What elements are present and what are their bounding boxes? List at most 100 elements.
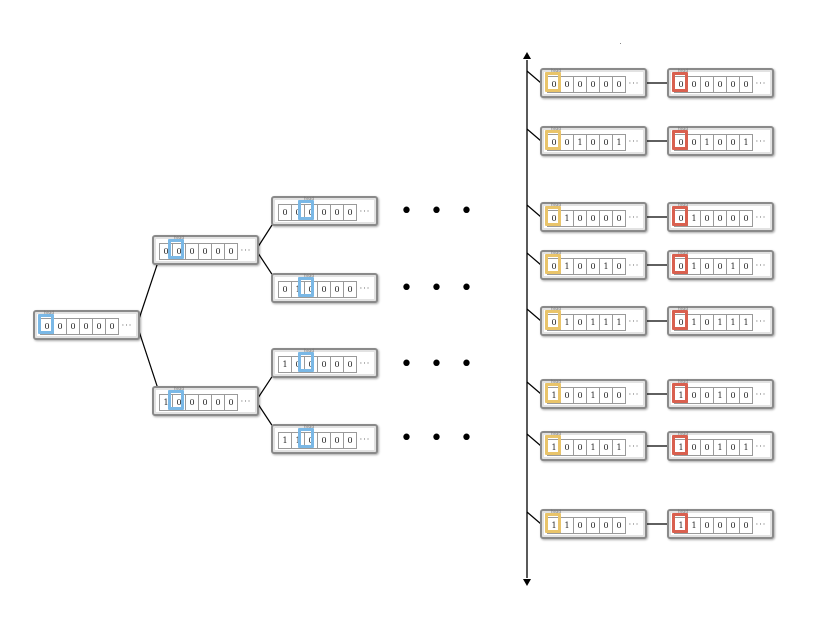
- tape-cell: 1: [560, 314, 574, 331]
- head-label: head: [551, 68, 561, 73]
- tape-cell: 0: [343, 356, 357, 373]
- tape-cell: 0: [612, 258, 626, 275]
- head-label: head: [551, 379, 561, 384]
- tape-cell: 1: [560, 517, 574, 534]
- tape-cell: 0: [713, 134, 727, 151]
- tape-cell: 1: [586, 387, 600, 404]
- tape-ellipsis: ···: [755, 520, 767, 529]
- tape-cell: 1: [612, 439, 626, 456]
- tape-cell: 0: [599, 76, 613, 93]
- tape-ellipsis: ···: [628, 520, 640, 529]
- tape-head-marker: head: [168, 386, 184, 410]
- tape-cell: 0: [278, 204, 292, 221]
- tape-cell: 0: [739, 210, 753, 227]
- tape-cell: 1: [739, 439, 753, 456]
- tape-cell: 0: [612, 517, 626, 534]
- head-label: head: [551, 202, 561, 207]
- tape-ellipsis: ···: [628, 442, 640, 451]
- tape-cell: 0: [726, 134, 740, 151]
- tape-head-marker: head: [672, 68, 688, 92]
- head-label: head: [678, 379, 688, 384]
- tape-cell: 0: [739, 258, 753, 275]
- continuation-ellipsis: • • •: [400, 426, 478, 451]
- tape-cell: 0: [317, 356, 331, 373]
- tape-cell: 0: [599, 210, 613, 227]
- tape-cell: 0: [573, 314, 587, 331]
- tape-cell: 1: [278, 356, 292, 373]
- tape-cell: 0: [185, 243, 199, 260]
- tape-cell: 0: [599, 134, 613, 151]
- tape-cell: 0: [700, 314, 714, 331]
- tape-cell: 1: [599, 314, 613, 331]
- tape-cell: 1: [612, 314, 626, 331]
- tape-cell: 0: [198, 243, 212, 260]
- tape-cell: 0: [599, 387, 613, 404]
- tape-cell: 0: [560, 439, 574, 456]
- tape-cell: 0: [687, 439, 701, 456]
- head-label: head: [174, 386, 184, 391]
- tape-head-marker: head: [545, 510, 561, 533]
- head-label: head: [304, 196, 314, 201]
- tape-head-marker: head: [168, 236, 184, 259]
- tape-cell: 1: [560, 258, 574, 275]
- tape-cell: 0: [560, 387, 574, 404]
- head-label: head: [304, 424, 314, 429]
- head-label: head: [551, 431, 561, 436]
- tape-ellipsis: ···: [628, 137, 640, 146]
- tape-cell: 1: [713, 314, 727, 331]
- tape-ellipsis: ···: [755, 137, 767, 146]
- tape-cell: 0: [573, 387, 587, 404]
- tape-cell: 1: [612, 134, 626, 151]
- tape-head-marker: head: [545, 307, 561, 330]
- tape-cell: 0: [586, 134, 600, 151]
- tape-cell: 0: [739, 387, 753, 404]
- tape-ellipsis: ···: [240, 246, 252, 255]
- tape-cell: 1: [726, 314, 740, 331]
- tape-ellipsis: ···: [628, 79, 640, 88]
- tape-cell: 1: [687, 517, 701, 534]
- head-label: head: [551, 250, 561, 255]
- timeline-branch-line: [526, 204, 542, 218]
- tape-cell: 0: [713, 517, 727, 534]
- tape-head-marker: head: [298, 274, 314, 297]
- head-label: head: [678, 126, 688, 131]
- tape-ellipsis: ···: [628, 213, 640, 222]
- tape-cell: 1: [586, 439, 600, 456]
- head-label: head: [678, 431, 688, 436]
- tape-cell: 0: [726, 517, 740, 534]
- head-label: head: [678, 68, 688, 73]
- tape-cell: 0: [330, 356, 344, 373]
- tape-head-marker: head: [545, 68, 561, 92]
- tape-cell: 1: [726, 258, 740, 275]
- tape-ellipsis: ···: [359, 359, 371, 368]
- tape-cell: 0: [726, 76, 740, 93]
- tape-ellipsis: ···: [755, 213, 767, 222]
- tape-ellipsis: ···: [359, 284, 371, 293]
- tape-cell: 0: [586, 258, 600, 275]
- tape-cell: 0: [739, 76, 753, 93]
- head-label: head: [44, 310, 54, 315]
- tape-cell: 0: [185, 394, 199, 411]
- tape-cell: 1: [739, 134, 753, 151]
- tape-cell: 0: [573, 439, 587, 456]
- tape-cell: 0: [573, 76, 587, 93]
- tape-cell: 0: [211, 394, 225, 411]
